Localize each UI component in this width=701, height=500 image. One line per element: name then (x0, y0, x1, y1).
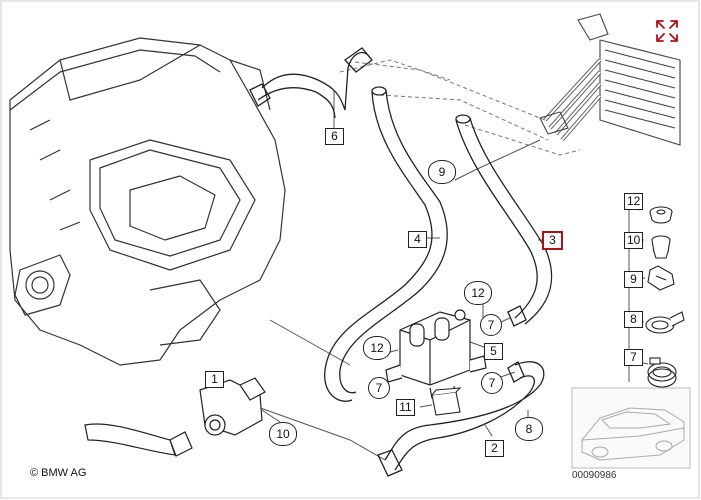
callout-4[interactable]: 4 (408, 231, 427, 248)
reference-number: 00090986 (572, 470, 617, 481)
callout-10[interactable]: 10 (269, 422, 297, 446)
legend-label-9[interactable]: 9 (624, 271, 643, 288)
callout-5[interactable]: 5 (484, 343, 503, 360)
callout-12-upper[interactable]: 12 (464, 281, 492, 305)
callout-7-upper[interactable]: 7 (480, 314, 502, 336)
engine-block (9, 37, 286, 366)
callout-8[interactable]: 8 (515, 417, 543, 441)
water-pump (84, 377, 266, 457)
copyright-text: © BMW AG (30, 467, 87, 479)
routing-lines (339, 59, 581, 156)
water-valve (385, 309, 487, 399)
expand-arrows-svg (656, 20, 678, 42)
grommet-12 (649, 206, 673, 224)
clip-9 (647, 265, 675, 291)
callout-7-right[interactable]: 7 (481, 372, 503, 394)
clamp-7 (647, 357, 677, 388)
legend-parts (628, 204, 685, 388)
leader-lines (209, 90, 630, 461)
heater-core (539, 13, 681, 146)
legend-label-8[interactable]: 8 (624, 311, 643, 328)
cap-10 (651, 235, 671, 259)
callout-12-left[interactable]: 12 (363, 336, 391, 360)
callout-2[interactable]: 2 (485, 440, 504, 457)
callout-9[interactable]: 9 (428, 160, 456, 184)
part-11 (431, 387, 462, 416)
callout-7-left[interactable]: 7 (368, 377, 390, 399)
legend-label-7[interactable]: 7 (624, 349, 643, 366)
legend-label-10[interactable]: 10 (624, 232, 644, 249)
car-thumbnail (571, 387, 691, 469)
callout-11[interactable]: 11 (396, 399, 415, 416)
callout-6[interactable]: 6 (325, 128, 344, 145)
expand-arrows-icon[interactable] (654, 18, 680, 44)
hose-6 (249, 47, 373, 119)
hose-4 (324, 86, 448, 402)
legend-label-12[interactable]: 12 (624, 193, 644, 210)
callout-1[interactable]: 1 (205, 371, 224, 388)
hose-2 (377, 361, 545, 477)
clamp-8 (645, 311, 685, 334)
callout-3[interactable]: 3 (542, 231, 563, 250)
